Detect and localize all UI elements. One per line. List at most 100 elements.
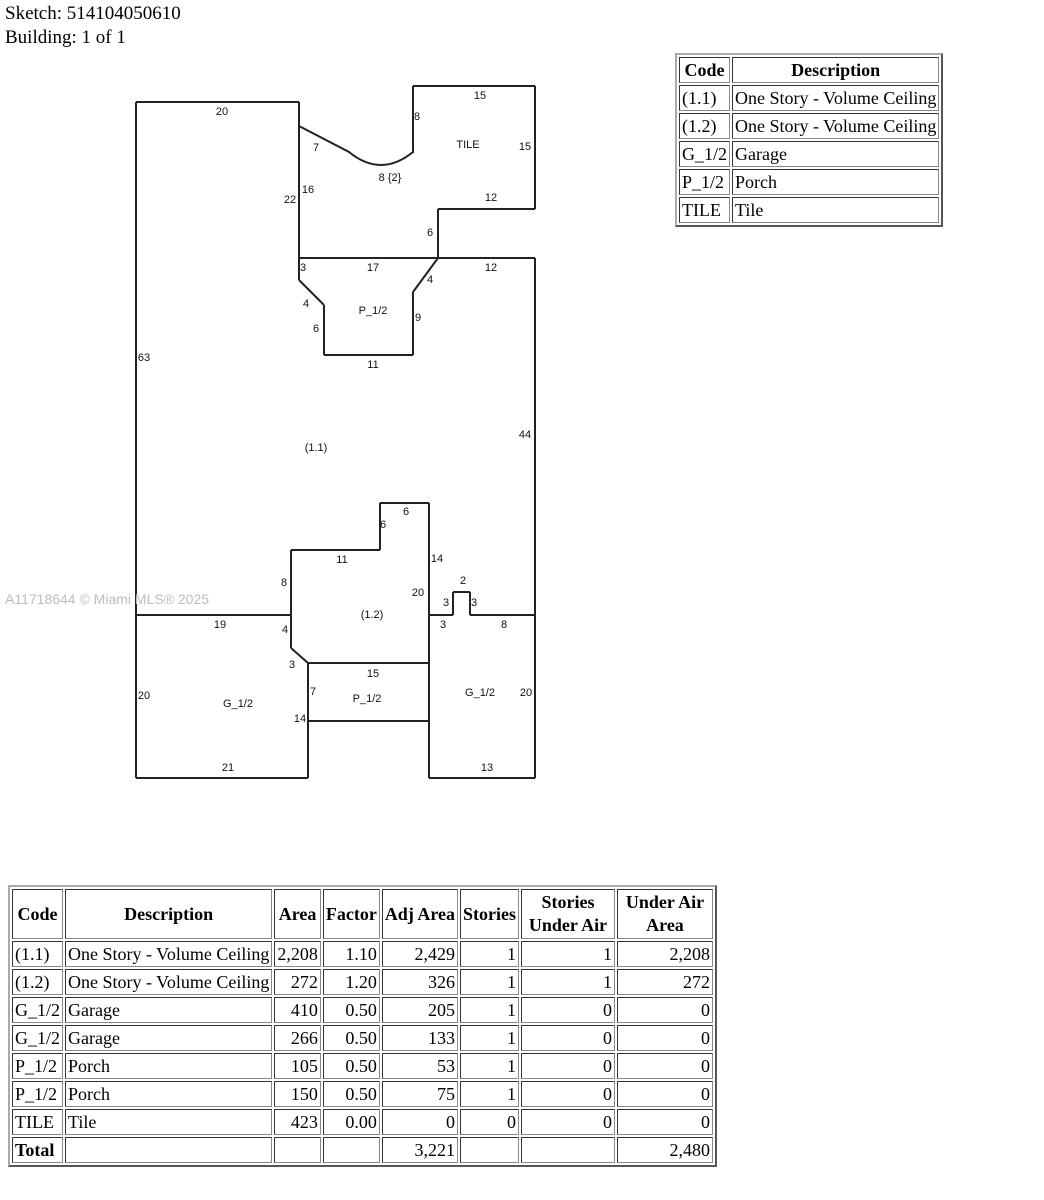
cell: 53 xyxy=(381,1053,458,1079)
sketch-dimension-label: G_1/2 xyxy=(223,698,253,710)
cell: 2,480 xyxy=(616,1137,713,1163)
sketch-dimension-label: 14 xyxy=(294,713,306,725)
sketch-dimension-label: 19 xyxy=(214,619,226,631)
cell: One Story - Volume Ceiling xyxy=(65,969,273,995)
cell: P_1/2 xyxy=(12,1081,63,1107)
cell: 2,208 xyxy=(616,941,713,967)
cell: 0 xyxy=(520,997,615,1023)
cell: 0.00 xyxy=(322,1109,380,1135)
cell: 0 xyxy=(616,1053,713,1079)
sketch-dimension-label: 63 xyxy=(138,352,150,364)
building-count: Building: 1 of 1 xyxy=(5,27,126,48)
sketch-dimension-label: 3 xyxy=(289,659,295,671)
cell: 0.50 xyxy=(322,1081,380,1107)
sketch-dimension-label: 20 xyxy=(412,587,424,599)
cell: 1 xyxy=(459,1081,519,1107)
sketch-id: Sketch: 514104050610 xyxy=(5,3,181,24)
sketch-dimension-label: 16 xyxy=(302,184,314,196)
total-row: Total 3,221 2,480 xyxy=(12,1137,713,1163)
header-stories: Stories xyxy=(459,889,519,939)
cell: 0 xyxy=(520,1053,615,1079)
sketch-dimension-label: 15 xyxy=(367,668,379,680)
cell: 0 xyxy=(381,1109,458,1135)
sketch-dimension-label: 11 xyxy=(336,554,347,566)
sketch-dimension-label: 6 xyxy=(380,519,386,531)
sketch-dimension-label: 11 xyxy=(367,359,378,371)
sketch-dimension-label: 2 xyxy=(460,575,466,587)
legend-header-description: Description xyxy=(732,57,940,83)
sketch-dimension-label: (1.1) xyxy=(305,442,328,454)
cell: 1 xyxy=(459,941,519,967)
sketch-dimension-label: 8 xyxy=(281,577,287,589)
cell: Porch xyxy=(65,1081,273,1107)
cell: Total xyxy=(12,1137,63,1163)
cell: 1 xyxy=(459,1025,519,1051)
cell: 0 xyxy=(520,1109,615,1135)
sketch-dimension-label: 8 {2} xyxy=(379,172,402,184)
cell: 0 xyxy=(616,1025,713,1051)
cell xyxy=(274,1137,321,1163)
header-stories-under-air: Stories Under Air xyxy=(520,889,615,939)
sketch-dimension-label: 6 xyxy=(313,323,319,335)
sketch-dimension-label: TILE xyxy=(456,139,479,151)
cell: 1 xyxy=(459,1053,519,1079)
cell: 0.50 xyxy=(322,1025,380,1051)
cell: TILE xyxy=(679,197,730,223)
sketch-dimension-label: 7 xyxy=(313,142,319,154)
header-under-air-area: Under Air Area xyxy=(616,889,713,939)
sketch-dimension-label: 6 xyxy=(403,506,409,518)
sketch-dimension-label: 14 xyxy=(431,553,443,565)
header-factor: Factor xyxy=(322,889,380,939)
cell: 0 xyxy=(459,1109,519,1135)
cell: 150 xyxy=(274,1081,321,1107)
legend-table: Code Description (1.1)One Story - Volume… xyxy=(675,53,944,227)
cell: Porch xyxy=(65,1053,273,1079)
cell: 205 xyxy=(381,997,458,1023)
cell: Garage xyxy=(65,997,273,1023)
sketch-dimension-label: 12 xyxy=(485,262,497,274)
cell xyxy=(459,1137,519,1163)
cell: 2,208 xyxy=(274,941,321,967)
cell: 1.20 xyxy=(322,969,380,995)
header-adj-area: Adj Area xyxy=(381,889,458,939)
cell: (1.2) xyxy=(12,969,63,995)
cell: 0 xyxy=(616,1109,713,1135)
cell: 0 xyxy=(616,1081,713,1107)
header-code: Code xyxy=(12,889,63,939)
cell: One Story - Volume Ceiling xyxy=(732,113,940,139)
legend-header-code: Code xyxy=(679,57,730,83)
sketch-dimension-label: 20 xyxy=(520,687,532,699)
cell: 0 xyxy=(616,997,713,1023)
cell: 75 xyxy=(381,1081,458,1107)
cell: Garage xyxy=(732,141,940,167)
cell: 133 xyxy=(381,1025,458,1051)
sketch-dimension-label: 8 xyxy=(501,619,507,631)
cell: 1.10 xyxy=(322,941,380,967)
sketch-dimension-label: 3 xyxy=(300,262,306,274)
sketch-dimension-label: 4 xyxy=(303,298,309,310)
sketch-dimension-label: 22 xyxy=(284,194,296,206)
cell: 0 xyxy=(520,1025,615,1051)
cell: 1 xyxy=(520,941,615,967)
cell: 3,221 xyxy=(381,1137,458,1163)
sketch-dimension-label: 8 xyxy=(414,111,420,123)
cell: Porch xyxy=(732,169,940,195)
sketch-dimension-label: 3 xyxy=(440,619,446,631)
area-table: Code Description Area Factor Adj Area St… xyxy=(8,885,717,1167)
sketch-dimension-label: 15 xyxy=(519,141,531,153)
legend-row: (1.2)One Story - Volume Ceiling xyxy=(679,113,940,139)
cell: One Story - Volume Ceiling xyxy=(65,941,273,967)
cell: 0.50 xyxy=(322,1053,380,1079)
sketch-dimension-label: 15 xyxy=(474,90,486,102)
cell xyxy=(65,1137,273,1163)
cell: TILE xyxy=(12,1109,63,1135)
cell: 272 xyxy=(616,969,713,995)
cell: (1.1) xyxy=(679,85,730,111)
cell: P_1/2 xyxy=(12,1053,63,1079)
